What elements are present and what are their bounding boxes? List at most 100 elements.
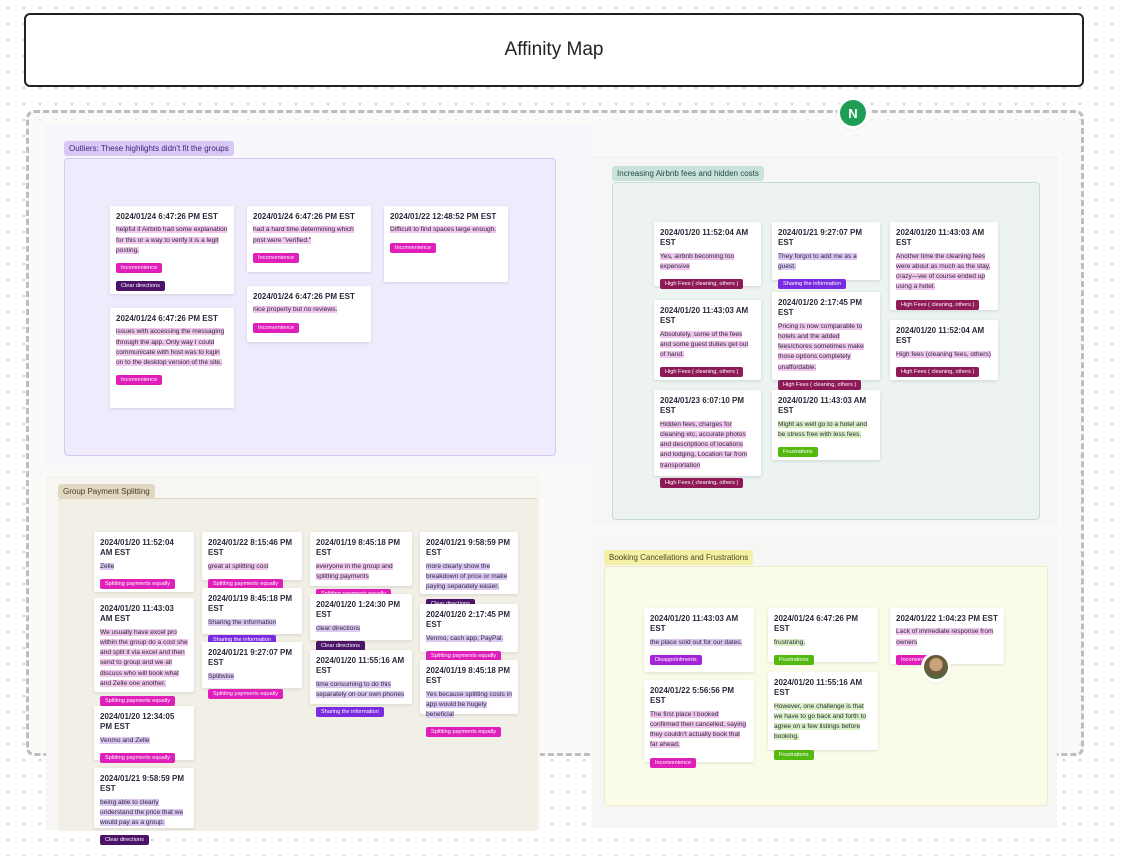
sticky-note[interactable]: 2024/01/20 11:55:16 AM EST time consumin… (310, 650, 412, 718)
tag-frustrations[interactable]: Frustrations (774, 655, 814, 665)
note-timestamp: 2024/01/20 11:55:16 AM EST (774, 678, 863, 698)
note-text: great at splitting cost (208, 562, 269, 570)
note-text: Yes, airbnb becoming too expensive (660, 252, 735, 270)
sticky-note[interactable]: 2024/01/21 9:27:07 PM EST They forgot to… (772, 222, 880, 290)
collaborator-avatar[interactable] (924, 655, 948, 679)
tag-inconvenience[interactable]: Inconvenience (390, 242, 437, 253)
tag-clear-directions[interactable]: Clear directions (100, 835, 149, 846)
tag-splitting[interactable]: Splitting payments equally (100, 696, 175, 707)
tag-sharing-info[interactable]: Sharing the information (778, 279, 846, 290)
sticky-note[interactable]: 2024/01/21 9:58:59 PM EST being able to … (94, 768, 194, 846)
sticky-note[interactable]: 2024/01/24 6:47:26 PM EST helpful if Air… (110, 206, 234, 294)
note-timestamp: 2024/01/24 6:47:26 PM EST (116, 314, 218, 323)
sticky-note[interactable]: 2024/01/24 6:47:26 PM EST had a hard tim… (247, 206, 371, 272)
note-timestamp: 2024/01/20 11:43:03 AM EST (650, 614, 739, 634)
tag-high-fees[interactable]: High Fees ( cleaning, others ) (896, 299, 980, 310)
sticky-note[interactable]: 2024/01/23 6:07:10 PM EST Hidden fees, c… (654, 390, 761, 488)
note-text: Hidden fees, charges for cleaning etc, a… (660, 420, 748, 469)
sticky-note[interactable]: 2024/01/24 6:47:26 PM EST frustrating. F… (768, 608, 878, 665)
tag-inconvenience[interactable]: Inconvenience (650, 757, 697, 768)
section-label-outliers[interactable]: Outliers: These highlights didn't fit th… (64, 141, 234, 156)
tag-clear-directions[interactable]: Clear directions (116, 281, 165, 292)
note-text: However, one challenge is that we have t… (774, 702, 867, 741)
note-text: Yes because splitting costs in app would… (426, 690, 512, 719)
sticky-note[interactable]: 2024/01/20 2:17:45 PM EST Pricing is now… (772, 292, 880, 390)
sticky-note[interactable]: 2024/01/20 11:52:04 AM EST High fees (cl… (890, 320, 998, 380)
tag-clear-directions[interactable]: Clear directions (316, 641, 365, 651)
tag-splitting[interactable]: Splitting payments equally (426, 727, 501, 738)
tag-splitting[interactable]: Splitting payments equally (208, 689, 283, 699)
section-label-split[interactable]: Group Payment Splitting (58, 484, 155, 499)
note-text: Venmo, cash app, PayPal. (426, 634, 504, 642)
sticky-note[interactable]: 2024/01/20 12:34:05 PM EST Venmo and Zel… (94, 706, 194, 763)
section-label-booking[interactable]: Booking Cancellations and Frustrations (604, 550, 754, 565)
sticky-note[interactable]: 2024/01/22 8:15:46 PM EST great at split… (202, 532, 302, 589)
tag-inconvenience[interactable]: Inconvenience (896, 654, 943, 665)
note-text: The first place I booked confirmed then … (650, 710, 747, 749)
sticky-note[interactable]: 2024/01/19 8:45:18 PM EST everyone in th… (310, 532, 412, 600)
sticky-note[interactable]: 2024/01/20 11:52:04 AM EST Yes, airbnb b… (654, 222, 761, 290)
sticky-note[interactable]: 2024/01/20 11:43:03 AM EST the place sol… (644, 608, 754, 672)
sticky-note[interactable]: 2024/01/19 8:45:18 PM EST Sharing the in… (202, 588, 302, 645)
sticky-note[interactable]: 2024/01/22 1:04:23 PM EST Lack of immedi… (890, 608, 1004, 665)
tag-inconvenience[interactable]: Inconvenience (116, 263, 163, 274)
note-text: We usually have excel pro within the gro… (100, 628, 188, 687)
tag-frustrations[interactable]: Frustrations (778, 447, 818, 458)
sticky-note[interactable]: 2024/01/20 11:52:04 AM EST Zelle Splitti… (94, 532, 194, 592)
note-timestamp: 2024/01/20 11:43:03 AM EST (778, 396, 867, 416)
tag-splitting[interactable]: Splitting payments equally (426, 651, 501, 661)
note-timestamp: 2024/01/19 8:45:18 PM EST (426, 666, 511, 686)
tag-frustrations[interactable]: Frustrations (774, 749, 814, 760)
board-title-text: Affinity Map (504, 39, 604, 60)
note-text: Splitwise (208, 672, 235, 680)
tag-disappointments[interactable]: Disappointments (650, 655, 702, 665)
tag-high-fees[interactable]: High Fees ( cleaning, others ) (660, 367, 744, 378)
tag-high-fees[interactable]: High Fees ( cleaning, others ) (660, 477, 744, 488)
note-timestamp: 2024/01/21 9:58:59 PM EST (426, 538, 511, 558)
tag-sharing-info[interactable]: Sharing the information (316, 707, 384, 718)
section-fees: Increasing Airbnb fees and hidden costs … (592, 156, 1057, 524)
note-text: nice property but no reviews. (253, 306, 338, 314)
note-timestamp: 2024/01/20 11:52:04 AM EST (660, 228, 749, 248)
tag-splitting[interactable]: Splitting payments equally (100, 753, 175, 763)
sticky-note[interactable]: 2024/01/20 11:43:03 AM EST We usually ha… (94, 598, 194, 707)
tag-splitting[interactable]: Splitting payments equally (100, 579, 175, 589)
section-booking: Booking Cancellations and Frustrations 2… (592, 536, 1057, 828)
sticky-note[interactable]: 2024/01/21 9:58:59 PM EST more clearly s… (420, 532, 518, 610)
note-text: being able to clearly understand the pri… (100, 798, 184, 827)
tag-high-fees[interactable]: High Fees ( cleaning, others ) (660, 279, 744, 290)
sticky-note[interactable]: 2024/01/20 11:43:03 AM EST Absolutely, s… (654, 300, 761, 380)
note-timestamp: 2024/01/21 9:27:07 PM EST (208, 648, 293, 668)
sticky-note[interactable]: 2024/01/22 5:56:56 PM EST The first plac… (644, 680, 754, 768)
note-text: more clearly show the breakdown of price… (426, 562, 508, 591)
sticky-note[interactable]: 2024/01/21 9:27:07 PM EST Splitwise Spli… (202, 642, 302, 699)
tag-high-fees[interactable]: High Fees ( cleaning, others ) (778, 379, 862, 390)
sticky-note[interactable]: 2024/01/20 11:43:03 AM EST Another time … (890, 222, 998, 310)
sticky-note[interactable]: 2024/01/22 12:48:52 PM EST Difficult to … (384, 206, 508, 282)
note-timestamp: 2024/01/19 8:45:18 PM EST (208, 594, 293, 614)
section-label-fees[interactable]: Increasing Airbnb fees and hidden costs (612, 166, 764, 181)
tag-sharing-info[interactable]: Sharing the information (208, 635, 276, 645)
tag-splitting[interactable]: Splitting payments equally (208, 579, 283, 589)
sticky-note[interactable]: 2024/01/20 11:55:16 AM EST However, one … (768, 672, 878, 760)
sticky-note[interactable]: 2024/01/20 1:24:30 PM EST clear directio… (310, 594, 412, 651)
tag-inconvenience[interactable]: Inconvenience (116, 375, 163, 386)
sticky-note[interactable]: 2024/01/20 11:43:03 AM EST Might as well… (772, 390, 880, 460)
sticky-note[interactable]: 2024/01/24 6:47:26 PM EST issues with ac… (110, 308, 234, 408)
note-text: They forgot to add me as a guest. (778, 252, 857, 270)
sticky-note[interactable]: 2024/01/19 8:45:18 PM EST Yes because sp… (420, 660, 518, 738)
note-timestamp: 2024/01/24 6:47:26 PM EST (774, 614, 859, 634)
tag-high-fees[interactable]: High Fees ( cleaning, others ) (896, 367, 980, 377)
board-title[interactable]: Affinity Map (24, 13, 1084, 87)
note-text: everyone in the group and splitting paym… (316, 562, 393, 580)
note-text: had a hard time determining which post w… (253, 226, 354, 244)
user-avatar[interactable]: N (840, 100, 866, 126)
sticky-note[interactable]: 2024/01/20 2:17:45 PM EST Venmo, cash ap… (420, 604, 518, 661)
note-timestamp: 2024/01/24 6:47:26 PM EST (253, 292, 355, 301)
tag-inconvenience[interactable]: Inconvenience (253, 322, 300, 333)
note-text: Lack of immediate response from owners (896, 628, 994, 646)
note-text: issues with accessing the messaging thro… (116, 328, 225, 367)
tag-inconvenience[interactable]: Inconvenience (253, 252, 300, 263)
note-timestamp: 2024/01/20 11:52:04 AM EST (896, 326, 985, 346)
sticky-note[interactable]: 2024/01/24 6:47:26 PM EST nice property … (247, 286, 371, 342)
